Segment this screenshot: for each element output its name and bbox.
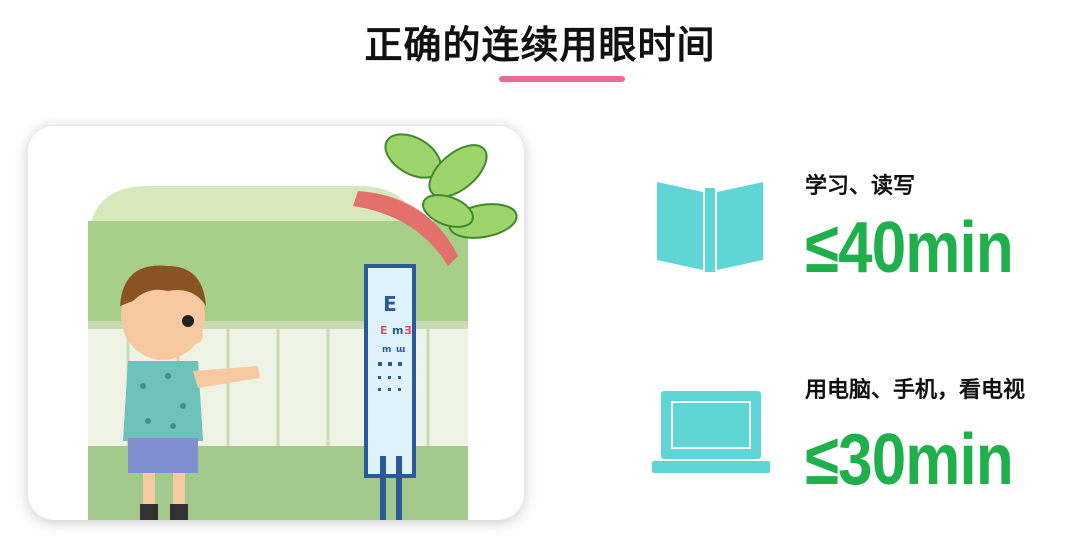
reading-time-value: ≤40min bbox=[805, 208, 1014, 288]
title-underline bbox=[499, 76, 625, 82]
laptop-icon bbox=[650, 389, 772, 481]
screen-time-value: ≤30min bbox=[805, 420, 1014, 500]
chart-letter: E bbox=[380, 324, 388, 337]
chart-letter: Ǝ bbox=[404, 324, 412, 337]
chart-letter-big: E bbox=[383, 292, 397, 316]
screen-label: 用电脑、手机，看电视 bbox=[805, 378, 1026, 403]
reading-label: 学习、读写 bbox=[805, 174, 916, 199]
chart-letter: m bbox=[382, 345, 391, 355]
chart-letter: ɯ bbox=[396, 345, 405, 355]
eye-test-illustration: E E m Ǝ m ɯ bbox=[28, 126, 524, 520]
open-book-icon bbox=[655, 180, 765, 276]
chart-letter: m bbox=[392, 324, 403, 337]
page-title: 正确的连续用眼时间 bbox=[364, 23, 716, 67]
